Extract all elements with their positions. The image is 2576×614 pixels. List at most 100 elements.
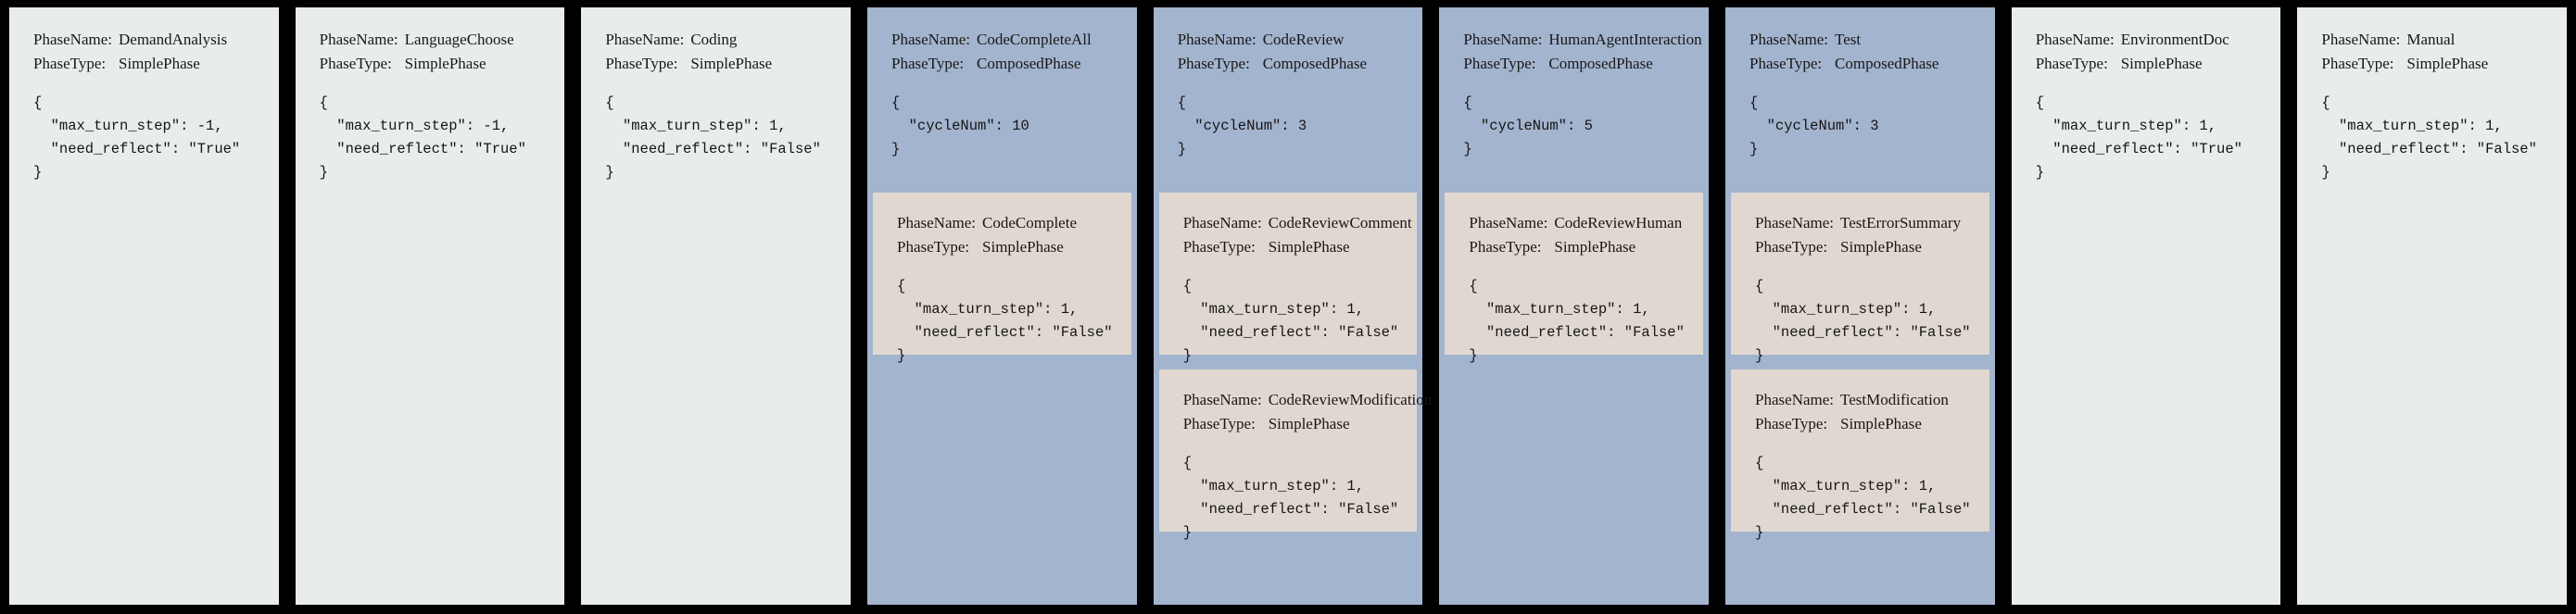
- phase-type-row: PhaseType: SimplePhase: [1183, 412, 1394, 436]
- phase-type-value: SimplePhase: [2406, 54, 2489, 72]
- phase-name-row: PhaseName: TestModification: [1755, 388, 1965, 412]
- phase-name-label: PhaseName:: [1469, 214, 1548, 232]
- phase-name-value: CodeReview: [1262, 31, 1345, 48]
- phase-type-row: PhaseType:ComposedPhase: [1463, 52, 1685, 76]
- phase-type-label: PhaseType:: [33, 54, 107, 72]
- composed-phase-filler: [867, 355, 1137, 605]
- phase-config-json: { "max_turn_step": 1, "need_reflect": "F…: [1755, 278, 1971, 365]
- phase-name-row: PhaseName: CodeReviewHuman: [1469, 211, 1683, 235]
- phase-type-value: SimplePhase: [1268, 414, 1350, 432]
- phase-type-value: SimplePhase: [1840, 237, 1922, 256]
- phase-name-row: PhaseName:HumanAgentInteraction: [1463, 28, 1701, 52]
- phase-type-row: PhaseType: ComposedPhase: [1178, 52, 1399, 76]
- phase-name-value: LanguageChoose: [404, 31, 514, 48]
- phase-type-label: PhaseType:: [1182, 414, 1256, 432]
- phase-name-row: PhaseName:CodeReview: [1178, 28, 1399, 52]
- composed-phase-filler: [1439, 355, 1709, 605]
- phase-type-value: ComposedPhase: [1835, 54, 1939, 72]
- phase-type-label: PhaseType:: [1469, 237, 1542, 256]
- phase-type-row: PhaseType:ComposedPhase: [1749, 52, 1971, 76]
- phase-type-row: PhaseType:SimplePhase: [1183, 235, 1394, 259]
- phase-name-value: CodeReviewComment: [1268, 214, 1412, 232]
- subphase-divider: [1154, 355, 1423, 370]
- phase-config-json: { "max_turn_step": 1, "need_reflect": "T…: [2035, 94, 2242, 182]
- phase-type-row: PhaseType:SimplePhase: [2321, 52, 2543, 76]
- phase-config-json: { "cycleNum": 3 }: [1177, 94, 1307, 158]
- phase-name-row: PhaseName:Coding: [605, 28, 827, 52]
- phase-name-row: PhaseName:CodeReviewModification: [1183, 388, 1433, 412]
- phase-type-value: SimplePhase: [119, 54, 200, 72]
- phase-name-value: CodeComplete: [982, 214, 1077, 232]
- phase-config-json: { "cycleNum": 3 }: [1749, 94, 1879, 158]
- phase-name-value: CodeReviewHuman: [1554, 214, 1683, 232]
- phase-type-row: PhaseType:SimplePhase: [2036, 52, 2257, 76]
- composed-phase-filler: [1725, 532, 1995, 605]
- phase-type-row: PhaseType:SimplePhase: [897, 235, 1107, 259]
- phase-name-value: EnvironmentDoc: [2120, 31, 2229, 48]
- phase-type-row: PhaseType: SimplePhase: [1755, 235, 1965, 259]
- phase-name-value: Test: [1835, 31, 1862, 48]
- phase-name-value: Manual: [2406, 31, 2456, 48]
- phase-type-label: PhaseType:: [897, 237, 970, 256]
- phase-name-label: PhaseName:: [605, 31, 685, 48]
- phase-type-value: ComposedPhase: [977, 54, 1081, 72]
- phase-type-label: PhaseType:: [1755, 237, 1828, 256]
- phase-config-json: { "max_turn_step": 1, "need_reflect": "F…: [1469, 278, 1685, 365]
- phase-type-value: SimplePhase: [404, 54, 486, 72]
- phase-name-label: PhaseName:: [891, 31, 970, 48]
- phase-name-row: PhaseName:LanguageChoose: [320, 28, 541, 52]
- phase-name-value: DemandAnalysis: [119, 31, 228, 48]
- phase-config-json: { "max_turn_step": -1, "need_reflect": "…: [319, 94, 526, 182]
- phase-name-label: PhaseName:: [1182, 214, 1262, 232]
- phase-type-label: PhaseType:: [319, 54, 392, 72]
- phase-name-row: PhaseName: CodeReviewComment: [1182, 211, 1412, 235]
- phase-config-json: { "max_turn_step": 1, "need_reflect": "F…: [897, 278, 1113, 365]
- phase-type-label: PhaseType:: [1463, 54, 1536, 72]
- phase-name-value: TestModification: [1840, 391, 1949, 408]
- phase-name-label: PhaseName:: [1463, 31, 1543, 48]
- phase-type-label: PhaseType:: [1177, 54, 1250, 72]
- phase-name-label: PhaseName:: [1755, 391, 1835, 408]
- phase-name-label: PhaseName:: [2035, 31, 2115, 48]
- phase-name-row: PhaseName:CodeComplete: [897, 211, 1107, 235]
- phase-type-value: ComposedPhase: [1262, 54, 1368, 72]
- phase-type-row: PhaseType: SimplePhase: [320, 52, 541, 76]
